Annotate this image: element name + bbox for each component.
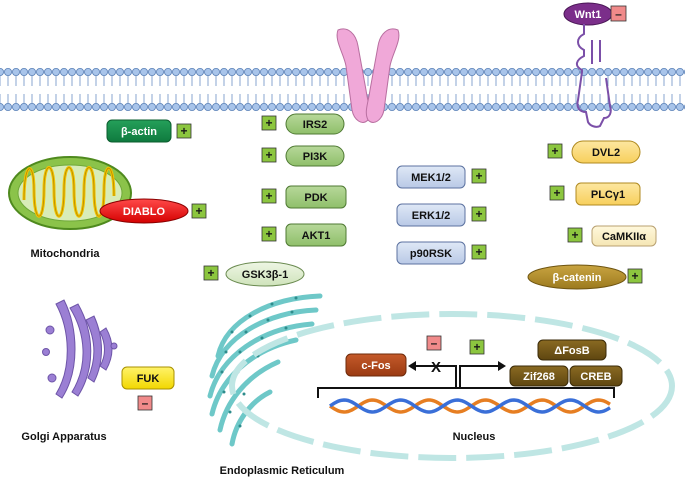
fosb-node: ΔFosB: [537, 339, 607, 361]
nucleus-plus-badge: +: [469, 339, 485, 355]
akt1-label: AKT1: [302, 230, 331, 242]
irs2-label: IRS2: [303, 119, 327, 131]
mitochondria-label: Mitochondria: [30, 248, 100, 260]
plcg1-plus-badge: +: [549, 185, 565, 201]
camkii-node: CaMKIIα: [591, 225, 657, 247]
svg-text:+: +: [475, 169, 482, 183]
erk-label: ERK1/2: [412, 210, 451, 222]
golgi-label: Golgi Apparatus: [21, 431, 106, 443]
svg-text:+: +: [553, 186, 560, 200]
er-label: Endoplasmic Reticulum: [220, 465, 345, 477]
plcg1-label: PLCγ1: [591, 189, 625, 201]
dvl2-label: DVL2: [592, 147, 620, 159]
dna-helix: [329, 398, 611, 414]
erk-node: ERK1/2: [396, 203, 466, 227]
transcription-arrow-right: [459, 365, 500, 388]
irs2-plus-badge: +: [261, 115, 277, 131]
fuk-minus-badge: –: [137, 395, 153, 411]
svg-text:+: +: [551, 144, 558, 158]
inhibition-x-mark: X: [431, 359, 441, 376]
pi3k-plus-badge: +: [261, 147, 277, 163]
mek-label: MEK1/2: [411, 172, 451, 184]
fosb-label: ΔFosB: [554, 345, 589, 357]
wnt1-minus-badge: –: [610, 5, 627, 22]
golgi-apparatus: [42, 299, 118, 399]
beta-actin-plus-badge: +: [176, 123, 192, 139]
svg-text:–: –: [142, 396, 149, 410]
svg-text:+: +: [571, 228, 578, 242]
erk-plus-badge: +: [471, 206, 487, 222]
cfos-minus-badge: –: [426, 335, 442, 351]
svg-text:+: +: [265, 189, 272, 203]
gsk3b-label: GSK3β-1: [242, 269, 288, 281]
mek-plus-badge: +: [471, 168, 487, 184]
irs2-node: IRS2: [285, 113, 345, 135]
nucleus-label: Nucleus: [453, 431, 496, 443]
fuk-node: FUK: [121, 366, 175, 390]
diablo-label: DIABLO: [123, 206, 166, 218]
svg-text:+: +: [265, 116, 272, 130]
dvl2-plus-badge: +: [547, 143, 563, 159]
svg-text:+: +: [475, 207, 482, 221]
svg-text:+: +: [195, 204, 202, 218]
diablo-node: DIABLO: [99, 198, 189, 224]
bcatenin-node: β-catenin: [527, 264, 627, 290]
p90rsk-label: p90RSK: [410, 248, 452, 260]
p90rsk-plus-badge: +: [471, 244, 487, 260]
dvl2-node: DVL2: [571, 140, 641, 164]
frizzled-receptor: [576, 24, 612, 128]
creb-node: CREB: [569, 365, 623, 387]
gsk3b-plus-badge: +: [203, 265, 219, 281]
cfos-label: c-Fos: [361, 360, 390, 372]
p90rsk-node: p90RSK: [396, 241, 466, 265]
camkii-plus-badge: +: [567, 227, 583, 243]
beta-actin-label: β-actin: [121, 126, 157, 138]
akt1-plus-badge: +: [261, 226, 277, 242]
pdk-plus-badge: +: [261, 188, 277, 204]
svg-text:+: +: [180, 124, 187, 138]
zif268-node: Zif268: [509, 365, 569, 387]
svg-text:+: +: [207, 266, 214, 280]
pi3k-label: PI3K: [303, 151, 328, 163]
akt1-node: AKT1: [285, 223, 347, 247]
pi3k-node: PI3K: [285, 145, 345, 167]
mek-node: MEK1/2: [396, 165, 466, 189]
svg-text:+: +: [265, 227, 272, 241]
diablo-plus-badge: +: [191, 203, 207, 219]
pdk-node: PDK: [285, 185, 347, 209]
svg-text:+: +: [473, 340, 480, 354]
svg-text:–: –: [615, 7, 622, 21]
svg-text:–: –: [431, 336, 438, 350]
nucleus-envelope: [229, 311, 675, 461]
bcatenin-plus-badge: +: [627, 268, 643, 284]
beta-actin-node: β-actin: [106, 119, 172, 143]
transcription-arrow-left: [414, 365, 457, 388]
svg-text:+: +: [265, 148, 272, 162]
cfos-node: c-Fos: [345, 353, 407, 377]
pdk-label: PDK: [304, 192, 327, 204]
creb-label: CREB: [580, 371, 611, 383]
svg-text:+: +: [475, 245, 482, 259]
fuk-label: FUK: [137, 373, 160, 385]
plcg1-node: PLCγ1: [575, 182, 641, 206]
svg-text:+: +: [631, 269, 638, 283]
membrane-receptor: [336, 28, 400, 123]
promoter-bracket: [317, 387, 615, 398]
cell-membrane: [0, 68, 685, 112]
zif268-label: Zif268: [523, 371, 555, 383]
wnt1-label: Wnt1: [575, 9, 602, 21]
bcatenin-label: β-catenin: [553, 272, 602, 284]
wnt1-node: Wnt1: [563, 2, 613, 26]
camkii-label: CaMKIIα: [602, 231, 646, 243]
gsk3b-node: GSK3β-1: [225, 261, 305, 287]
